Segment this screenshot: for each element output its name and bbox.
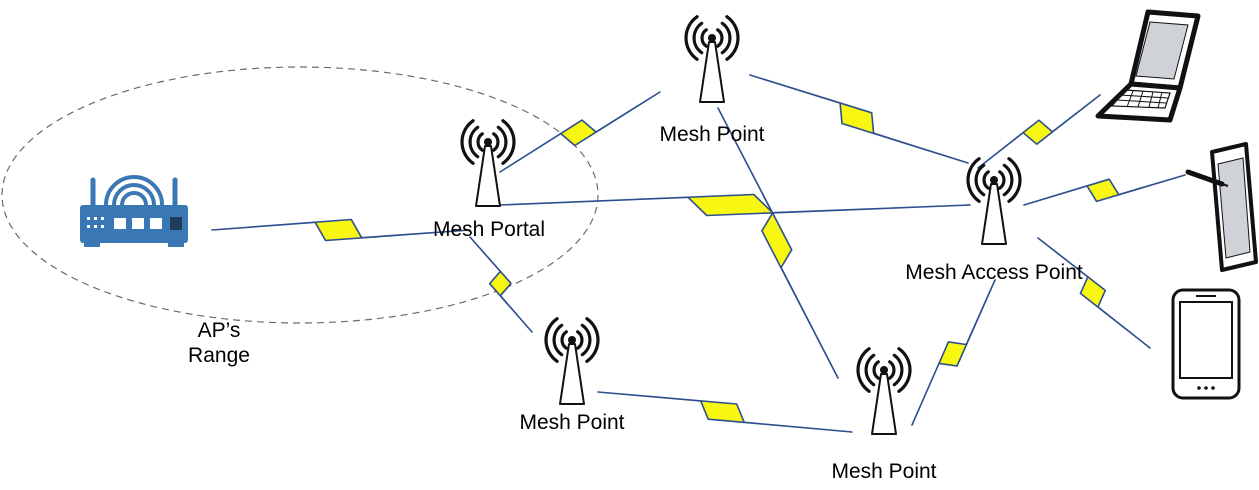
bolt-top-access bbox=[749, 74, 969, 164]
bolt-portal-left bbox=[469, 236, 533, 333]
bolt-left-bottom bbox=[597, 391, 853, 433]
antenna-icon-top bbox=[684, 15, 740, 103]
label-mesh-access-point: Mesh Access Point bbox=[905, 261, 1083, 284]
label-mesh-point-top: Mesh Point bbox=[659, 123, 765, 146]
bolt-router-portal bbox=[211, 218, 471, 242]
antenna-icon-bottom bbox=[856, 347, 912, 435]
smartphone-icon bbox=[1171, 288, 1241, 400]
bolt-top-bottom bbox=[717, 107, 839, 379]
label-mesh-point-left: Mesh Point bbox=[519, 411, 625, 434]
antenna-icon-access bbox=[966, 157, 1022, 245]
ap-range-ellipse bbox=[1, 66, 599, 324]
antenna-icon-portal bbox=[460, 119, 516, 207]
wireless-links bbox=[211, 74, 1186, 433]
label-mesh-portal: Mesh Portal bbox=[432, 218, 546, 241]
tablet-icon bbox=[1185, 142, 1258, 272]
bolt-access-laptop bbox=[977, 94, 1101, 169]
label-mesh-point-bottom: Mesh Point bbox=[831, 460, 937, 483]
bolt-access-tablet bbox=[1023, 174, 1186, 206]
label-ap-range-line2: Range bbox=[188, 344, 250, 367]
router-icon bbox=[80, 175, 188, 247]
bolt-portal-access bbox=[499, 193, 971, 217]
antenna-icon-left bbox=[544, 317, 600, 405]
laptop-icon bbox=[1095, 9, 1201, 123]
label-ap-range-line1: AP’s bbox=[197, 319, 241, 342]
bolt-bottom-access bbox=[911, 279, 996, 426]
bolt-portal-top bbox=[499, 91, 661, 173]
bolt-access-phone bbox=[1037, 237, 1151, 349]
antenna-towers bbox=[460, 15, 1022, 435]
